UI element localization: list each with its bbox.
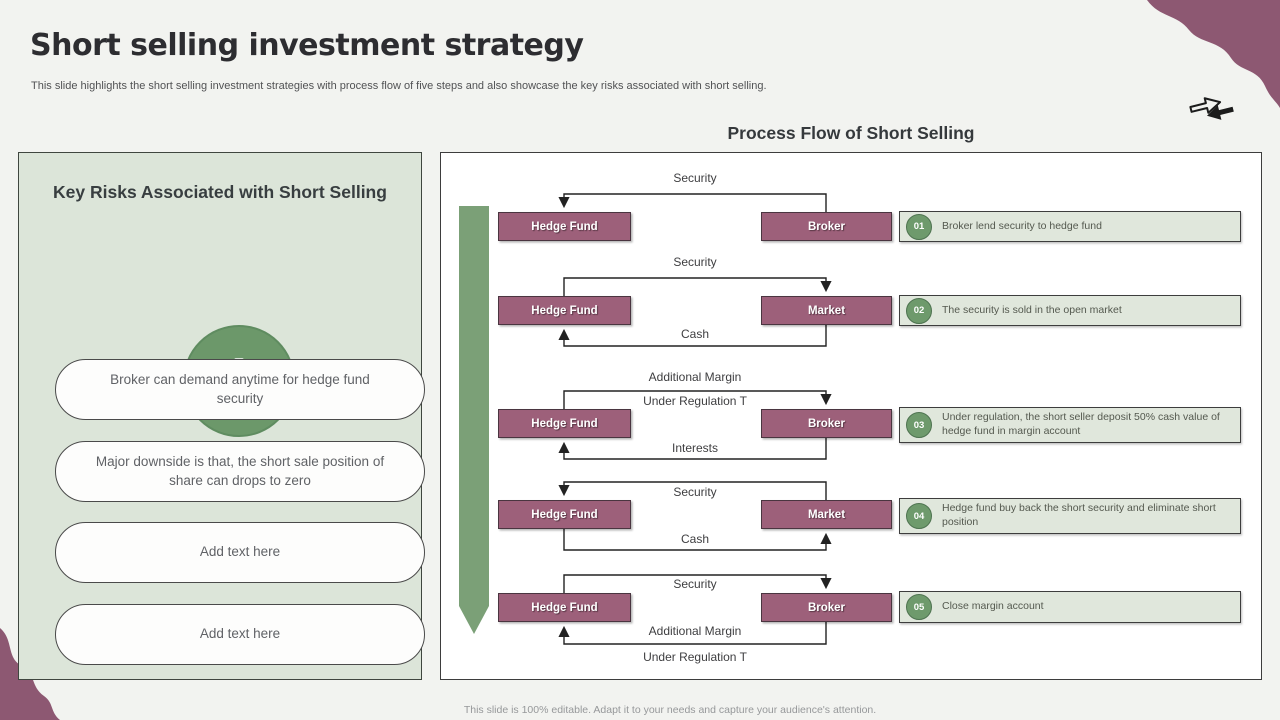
flow-label-additional-margin-3: Additional Margin <box>648 370 742 384</box>
process-flow-panel: Hedge Fund Broker Security Hedge Fund Ma… <box>440 152 1262 680</box>
flow-progress-arrow-tip <box>459 606 489 634</box>
flow-label-security-5: Security <box>673 577 717 591</box>
flow-node-hedge-fund-2[interactable]: Hedge Fund <box>498 296 631 325</box>
flow-label-security-1: Security <box>673 171 717 185</box>
flow-label-cash-2: Cash <box>680 327 710 341</box>
flow-label-regulation-t-5: Under Regulation T <box>643 650 747 664</box>
process-flow-title: Process Flow of Short Selling <box>727 123 975 143</box>
step-text: Under regulation, the short seller depos… <box>942 411 1220 437</box>
flow-label-additional-margin-5: Additional Margin <box>648 624 742 638</box>
flow-label-security-4: Security <box>673 485 717 499</box>
step-number-badge: 04 <box>906 503 932 529</box>
key-risks-title: Key Risks Associated with Short Selling <box>53 182 387 202</box>
risk-item-1[interactable]: Broker can demand anytime for hedge fund… <box>55 359 425 420</box>
flow-node-hedge-fund-3[interactable]: Hedge Fund <box>498 409 631 438</box>
page-title: Short selling investment strategy <box>30 28 584 63</box>
flow-step-3[interactable]: 03 Under regulation, the short seller de… <box>899 407 1241 443</box>
step-number-badge: 05 <box>906 594 932 620</box>
flow-node-hedge-fund-4[interactable]: Hedge Fund <box>498 500 631 529</box>
flow-step-5[interactable]: 05 Close margin account <box>899 591 1241 623</box>
step-text: The security is sold in the open market <box>942 303 1122 316</box>
step-text: Close margin account <box>942 600 1044 613</box>
step-number-badge: 01 <box>906 213 932 240</box>
flow-label-regulation-t-3: Under Regulation T <box>643 394 747 408</box>
flow-label-security-2: Security <box>673 255 717 269</box>
flow-step-4[interactable]: 04 Hedge fund buy back the short securit… <box>899 498 1241 534</box>
risk-item-2[interactable]: Major downside is that, the short sale p… <box>55 441 425 502</box>
flow-progress-bar <box>459 206 489 606</box>
risk-item-placeholder-1[interactable]: Add text here <box>55 522 425 583</box>
step-number-badge: 02 <box>906 297 932 324</box>
flow-node-market-4[interactable]: Market <box>761 500 892 529</box>
opposite-arrows-icon <box>1189 97 1234 120</box>
flow-step-1[interactable]: 01 Broker lend security to hedge fund <box>899 211 1241 242</box>
flow-node-market-2[interactable]: Market <box>761 296 892 325</box>
step-text: Hedge fund buy back the short security a… <box>942 502 1216 528</box>
risk-item-placeholder-2[interactable]: Add text here <box>55 604 425 665</box>
flow-label-cash-4: Cash <box>680 532 710 546</box>
editable-note: This slide is 100% editable. Adapt it to… <box>463 704 877 716</box>
step-text: Broker lend security to hedge fund <box>942 219 1102 232</box>
step-number-badge: 03 <box>906 412 932 438</box>
page-subtitle: This slide highlights the short selling … <box>31 80 767 92</box>
flow-node-hedge-fund-5[interactable]: Hedge Fund <box>498 593 631 622</box>
flow-node-broker-1[interactable]: Broker <box>761 212 892 241</box>
flow-step-2[interactable]: 02 The security is sold in the open mark… <box>899 295 1241 326</box>
flow-node-broker-5[interactable]: Broker <box>761 593 892 622</box>
key-risks-panel[interactable]: Key Risks Associated with Short Selling … <box>18 152 425 680</box>
flow-label-interests-3: Interests <box>671 441 719 455</box>
flow-node-hedge-fund-1[interactable]: Hedge Fund <box>498 212 631 241</box>
flow-connector-lines <box>558 193 832 645</box>
flow-node-broker-3[interactable]: Broker <box>761 409 892 438</box>
